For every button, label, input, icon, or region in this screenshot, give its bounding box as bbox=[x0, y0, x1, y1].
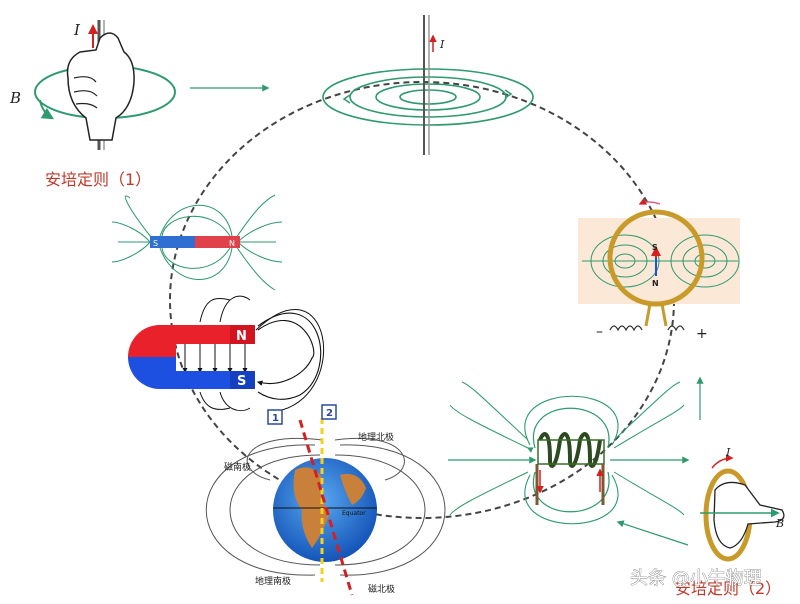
earth-geo-south: 地理南极 bbox=[255, 575, 291, 587]
bar-magnet-s: S bbox=[153, 239, 158, 248]
bar-magnet-field bbox=[111, 194, 283, 291]
earth-badge-1: 1 bbox=[272, 413, 279, 424]
straight-wire-field bbox=[322, 15, 534, 155]
field-label: B bbox=[9, 89, 21, 107]
u-magnet-n: N bbox=[236, 329, 247, 344]
earth-badge-2: 2 bbox=[326, 408, 333, 419]
ring-minus: – bbox=[596, 324, 603, 340]
earth-mag-north: 磁北极 bbox=[368, 583, 395, 595]
watermark: 头条 @小牛物理 bbox=[630, 568, 762, 589]
ring-coil-field bbox=[578, 197, 740, 332]
rule2-caption: 安培定则（2） bbox=[675, 579, 781, 598]
current-label: I bbox=[73, 21, 81, 39]
ring-s: S bbox=[652, 243, 658, 252]
earth-magnetic-field bbox=[205, 404, 446, 596]
rule1-caption: 安培定则（1） bbox=[45, 170, 151, 189]
u-magnet-field bbox=[128, 295, 325, 412]
connector-arrows bbox=[190, 84, 704, 546]
hand2-current-label: I bbox=[725, 446, 731, 459]
earth-equator: Equator bbox=[342, 510, 366, 517]
earth-mag-south: 磁南极 bbox=[224, 461, 251, 473]
right-hand-coil-icon bbox=[700, 454, 785, 562]
ring-plus: + bbox=[696, 326, 708, 342]
bar-magnet-n: N bbox=[229, 239, 235, 248]
earth-geo-north: 地理北极 bbox=[358, 431, 394, 443]
u-magnet-s: S bbox=[237, 374, 246, 389]
solenoid-field bbox=[448, 381, 690, 525]
right-hand-wire-icon bbox=[34, 20, 176, 150]
wire-current-label: I bbox=[439, 38, 445, 51]
ring-n: N bbox=[652, 279, 659, 288]
hand2-field-label: B bbox=[775, 517, 784, 530]
